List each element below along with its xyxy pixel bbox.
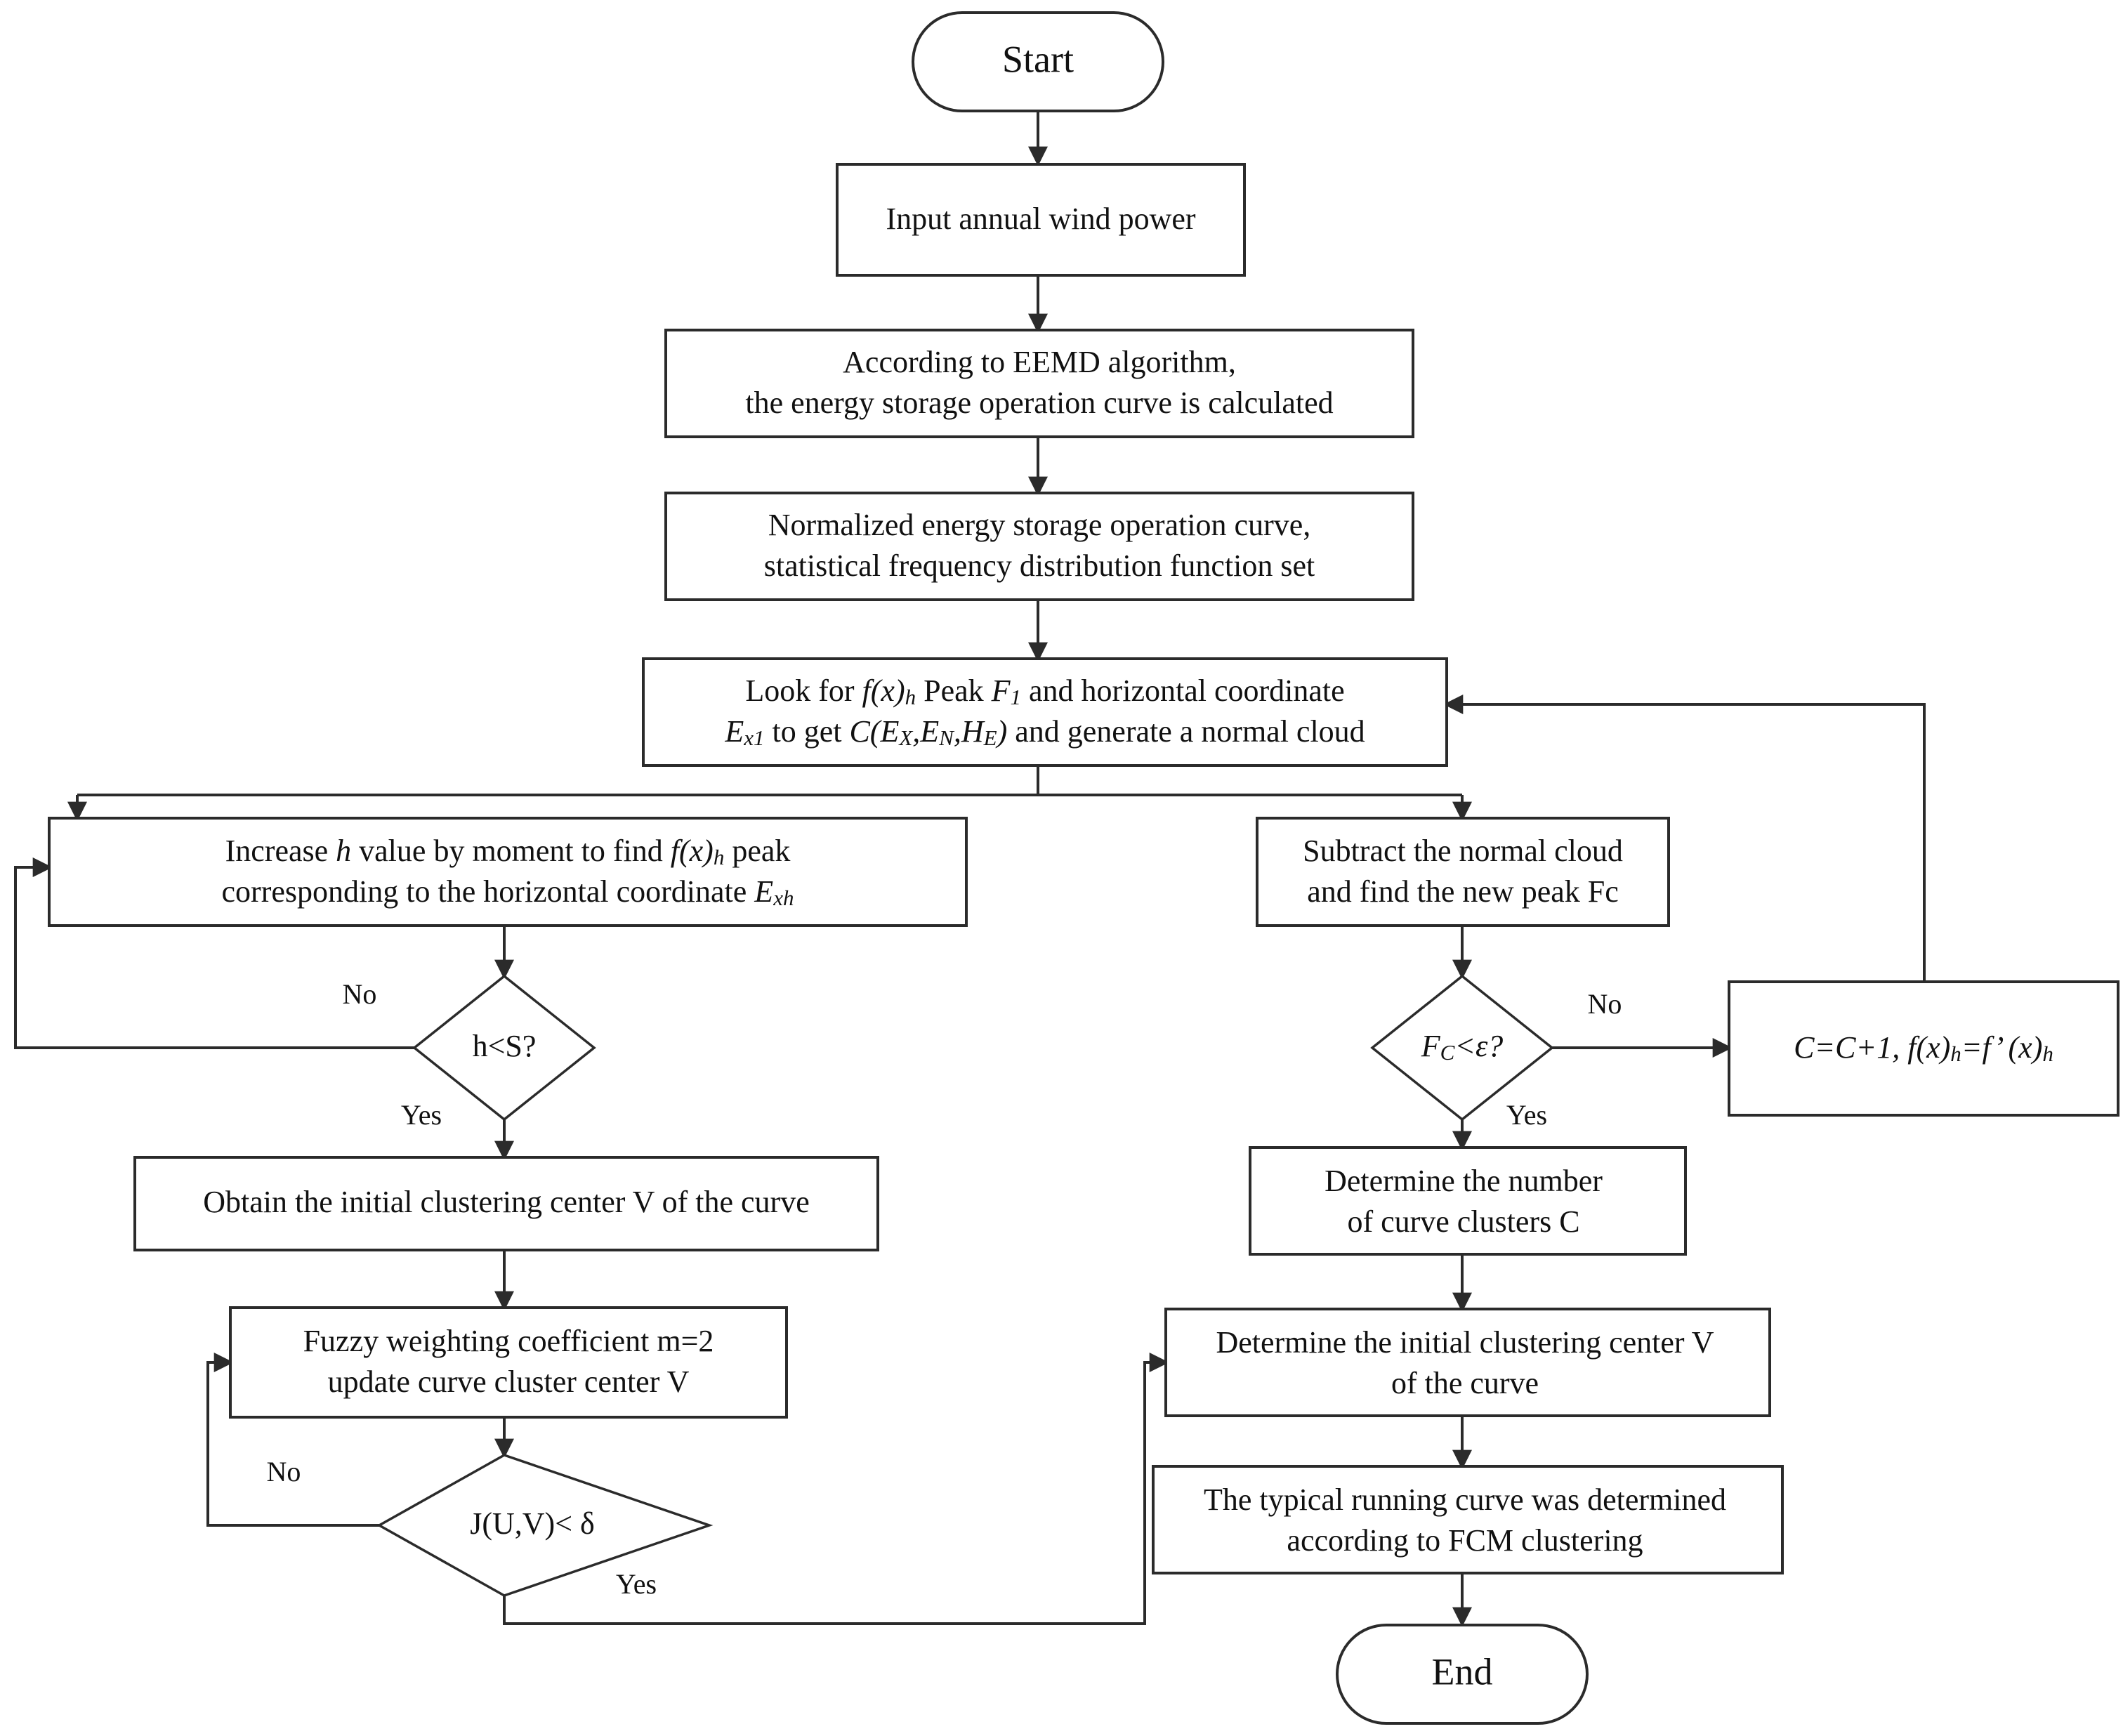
node-typical-curve[interactable]: The typical running curve was determined… [1152,1465,1784,1574]
increment-c-p2-sub: h [2042,1041,2053,1066]
node-subtract-cloud-line2: and find the new peak Fc [1307,874,1619,909]
node-decide-h[interactable]: h<S? [412,974,596,1122]
node-input-power-label: Input annual wind power [886,202,1195,236]
look-for-C-sub3: E [983,725,997,750]
node-increment-c[interactable]: C=C+1, f(x)h=f’ (x)h [1728,980,2119,1117]
node-increase-h-line1: Increase h value by moment to find f(x)h… [225,834,791,869]
node-subtract-cloud-line1: Subtract the normal cloud [1303,834,1623,868]
node-determine-center-line1: Determine the initial clustering center … [1216,1325,1714,1360]
node-increase-h-line2: corresponding to the horizontal coordina… [222,874,794,910]
node-obtain-center[interactable]: Obtain the initial clustering center V o… [133,1156,879,1251]
decide-fc-F: F [1421,1029,1441,1063]
look-for-C-mid: ,E [912,714,939,749]
node-determine-center-line2: of the curve [1391,1366,1539,1400]
edge-decide-j-yes-to-center [503,1353,1169,1625]
node-eemd-line2: the energy storage operation curve is ca… [745,386,1333,420]
node-typical-curve-line2: according to FCM clustering [1287,1523,1643,1558]
node-look-for-line1: Look for f(x)h Peak F1 and horizontal co… [745,673,1344,709]
look-for-F-sub: 1 [1011,685,1022,709]
look-for-Ex-sub: x1 [743,725,764,750]
node-increase-h[interactable]: Increase h value by moment to find f(x)h… [48,817,968,927]
node-start-label: Start [1002,38,1074,80]
increment-c-p1-sub: h [1950,1041,1961,1066]
increase-h-Ex-sub: xh [773,886,794,910]
decide-fc-sub: C [1440,1040,1455,1065]
node-normalize-line1: Normalized energy storage operation curv… [768,508,1311,542]
edge-label-fc-no: No [1588,988,1622,1020]
edge-label-j-no: No [267,1456,301,1487]
look-for-F: F [991,673,1011,708]
node-input-power[interactable]: Input annual wind power [836,163,1246,277]
look-for-l2a: to get [764,714,849,749]
look-for-C-mid2: ,H [954,714,985,749]
increment-c-p1: C=C+1, f(x) [1794,1030,1950,1065]
edge-label-j-yes: Yes [616,1568,657,1600]
node-fuzzy-weight-line2: update curve cluster center V [328,1365,690,1399]
node-look-for-line2: Ex1 to get C(EX,EN,HE) and generate a no… [724,714,1365,750]
increase-h-Ex: E [754,874,773,909]
increase-h-l2a: corresponding to the horizontal coordina… [222,874,755,909]
look-for-fx: f(x) [862,673,905,708]
edge-label-h-no: No [343,978,377,1010]
increase-h-fx: f(x) [671,834,714,868]
look-for-l1a: Look for [745,673,862,708]
edge-label-fc-yes: Yes [1506,1099,1547,1131]
increase-h-l1b: value by moment to find [351,834,671,868]
look-for-C-sub2: N [938,725,955,750]
edges-group [14,112,1926,1627]
increase-h-l1a: Increase [225,834,336,868]
node-eemd[interactable]: According to EEMD algorithm, the energy … [664,329,1414,438]
node-subtract-cloud[interactable]: Subtract the normal cloud and find the n… [1256,817,1670,927]
node-decide-fc-label: FC<ε? [1421,1029,1504,1065]
edge-decide-j-no-loop [206,1353,379,1527]
node-determine-clusters-line2: of curve clusters C [1347,1204,1579,1239]
node-normalize[interactable]: Normalized energy storage operation curv… [664,492,1414,601]
node-decide-j-label: J(U,V)< δ [470,1506,595,1541]
node-increment-c-label: C=C+1, f(x)h=f’ (x)h [1794,1030,2053,1066]
edge-labels-group: No Yes No Yes No Yes [267,978,1622,1600]
look-for-C-sub1: X [898,725,913,750]
node-decide-h-label: h<S? [473,1029,537,1063]
node-obtain-center-label: Obtain the initial clustering center V o… [203,1185,809,1219]
look-for-C-end: ) [995,714,1008,749]
node-typical-curve-line1: The typical running curve was determined [1204,1482,1726,1517]
node-determine-clusters-line1: Determine the number [1325,1164,1603,1198]
node-determine-clusters[interactable]: Determine the number of curve clusters C [1249,1146,1687,1256]
edge-label-h-yes: Yes [401,1099,442,1131]
node-determine-center[interactable]: Determine the initial clustering center … [1164,1308,1771,1417]
edge-increment-c-feedback [1443,695,1926,982]
increase-h-fx-sub: h [714,845,725,869]
look-for-Ex: E [724,714,744,749]
increase-h-var: h [336,834,351,868]
look-for-C: C(E [849,714,899,749]
node-fuzzy-weight[interactable]: Fuzzy weighting coefficient m=2 update c… [229,1306,788,1419]
edge-decide-h-no-loop [14,857,414,1049]
look-for-l2b: and generate a normal cloud [1007,714,1365,749]
node-look-for[interactable]: Look for f(x)h Peak F1 and horizontal co… [642,657,1448,767]
node-eemd-line1: According to EEMD algorithm, [843,345,1236,379]
node-normalize-line2: statistical frequency distribution funct… [764,548,1315,583]
decide-fc-rest: <ε? [1454,1029,1503,1063]
node-start[interactable]: Start [912,11,1164,112]
node-end-label: End [1432,1650,1493,1692]
look-for-l1c: and horizontal coordinate [1021,673,1345,708]
node-decide-j[interactable]: J(U,V)< δ [376,1454,714,1597]
increase-h-l1c: peak [724,834,790,868]
node-decide-fc[interactable]: FC<ε? [1370,974,1554,1122]
look-for-fx-sub: h [905,685,916,709]
increment-c-p2: =f’ (x) [1961,1030,2043,1065]
node-fuzzy-weight-line1: Fuzzy weighting coefficient m=2 [303,1324,714,1358]
node-end[interactable]: End [1336,1624,1589,1725]
look-for-l1b: Peak [916,673,992,708]
